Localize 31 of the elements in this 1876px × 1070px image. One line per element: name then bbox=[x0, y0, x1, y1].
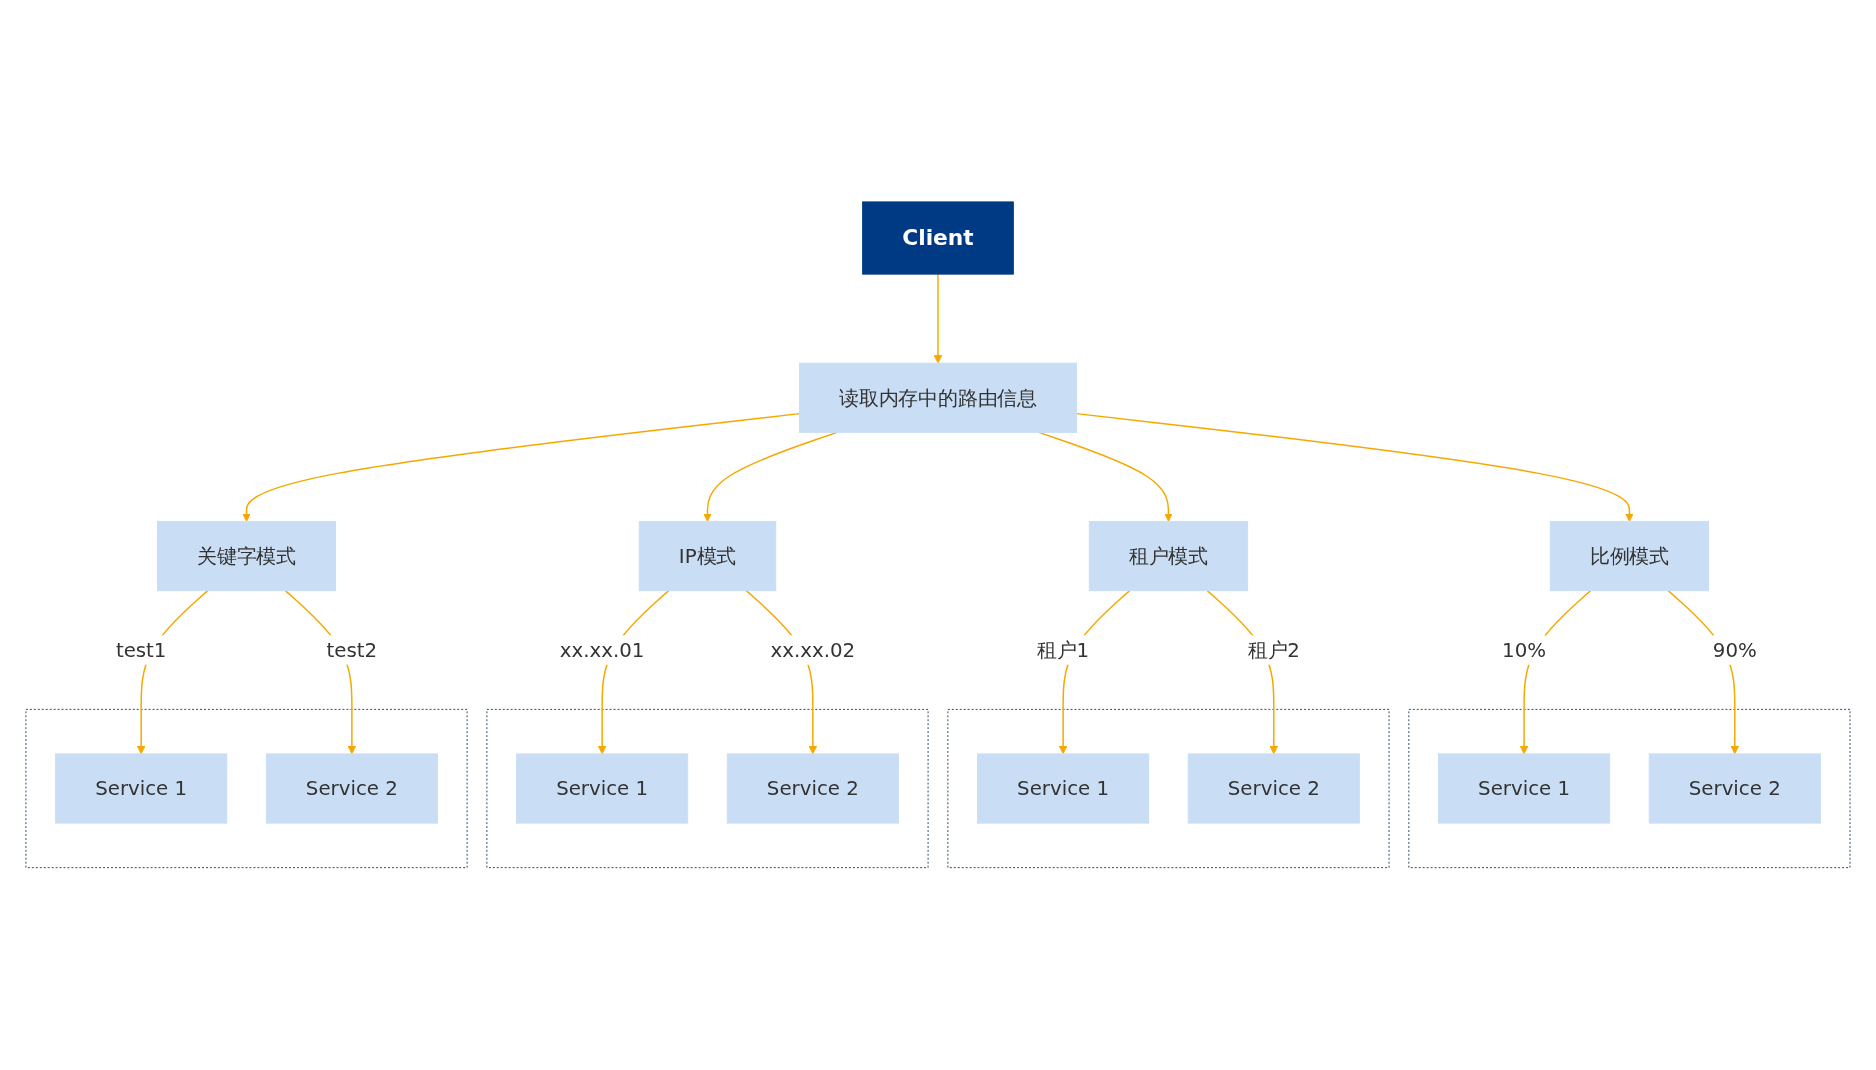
edge-label: test2 bbox=[326, 638, 378, 663]
cluster bbox=[486, 709, 929, 869]
arrow bbox=[1038, 431, 1173, 523]
arrow bbox=[933, 273, 943, 364]
arrow bbox=[242, 413, 801, 523]
node-box: Service 2 bbox=[1187, 753, 1360, 824]
node-box: Service 2 bbox=[1648, 753, 1821, 824]
edge-label: xx.xx.01 bbox=[559, 638, 645, 663]
node-box: Service 1 bbox=[516, 753, 689, 824]
node-box: Service 1 bbox=[977, 753, 1150, 824]
cluster bbox=[25, 709, 468, 869]
node-box: 租户模式 bbox=[1088, 521, 1249, 592]
cluster bbox=[947, 709, 1390, 869]
node-box: Service 2 bbox=[726, 753, 899, 824]
node-box: Service 1 bbox=[55, 753, 228, 824]
node-box: Client bbox=[862, 201, 1014, 275]
node-box: Service 2 bbox=[265, 753, 438, 824]
node-box: 读取内存中的路由信息 bbox=[799, 362, 1077, 434]
edge-label: 10% bbox=[1502, 638, 1547, 663]
cluster bbox=[1408, 709, 1851, 869]
arrow bbox=[1075, 413, 1634, 523]
arrow bbox=[703, 431, 838, 523]
edge-label: xx.xx.02 bbox=[770, 638, 856, 663]
edge-label: 租户2 bbox=[1247, 638, 1300, 663]
edge-label: 租户1 bbox=[1037, 638, 1090, 663]
edge-label: test1 bbox=[115, 638, 167, 663]
edge-label: 90% bbox=[1712, 638, 1757, 663]
node-box: 关键字模式 bbox=[157, 521, 337, 592]
node-box: Service 1 bbox=[1438, 753, 1611, 824]
node-box: 比例模式 bbox=[1549, 521, 1710, 592]
node-box: IP模式 bbox=[638, 521, 777, 592]
